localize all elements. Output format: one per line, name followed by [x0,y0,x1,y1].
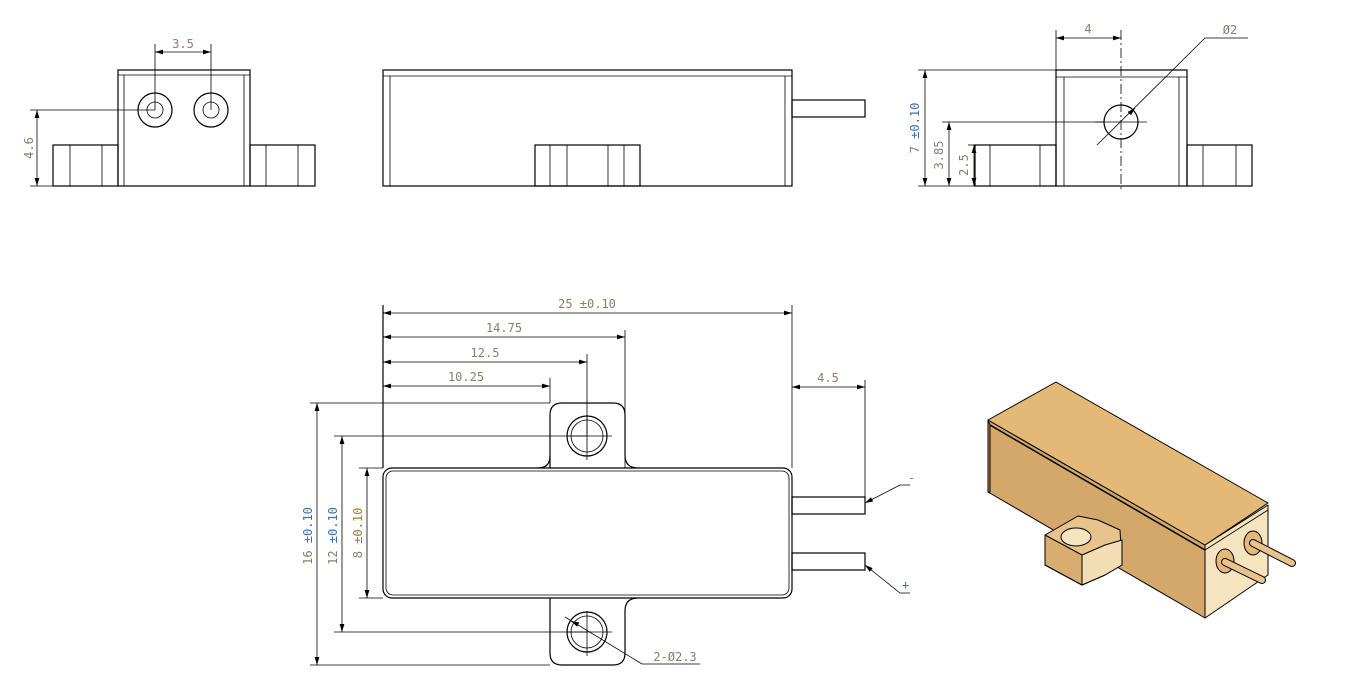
pins [1215,530,1296,584]
dim-flange-height: 2.5 [957,154,971,176]
dim-overall-width: 16 ±0.10 [301,507,315,565]
dim-lug-center: 12.5 [471,346,500,360]
dim-lug-outer: 14.75 [486,321,522,335]
label-minus: - [908,471,915,485]
dim-height: 7 ±0.10 [908,103,922,154]
dim-pin-diameter: Ø2 [1223,23,1237,37]
dim-length: 25 ±0.10 [558,297,616,311]
top-view: 25 ±0.10 14.75 12.5 10.25 4.5 16 ±0.10 1… [301,297,915,666]
dim-hole-spacing: 12 ±0.10 [326,507,340,565]
mount-hole-top [566,415,612,460]
label-plus: + [902,578,909,592]
dim-pin-spacing: 3.5 [172,37,194,51]
pin [791,99,866,118]
dim-pin-center-height: 3.85 [932,141,946,170]
dim-pin-length: 4.5 [817,371,839,385]
front-view: 3.5 4.6 [22,37,316,187]
dim-pin-height: 4.6 [22,137,36,159]
pin-plus [791,552,866,571]
dim-lug-inner: 10.25 [448,370,484,384]
side-view [382,69,866,187]
end-view: 4 Ø2 7 ±0.10 3.85 2.5 [908,22,1253,192]
isometric-render [987,381,1296,619]
dim-body-width: 8 ±0.10 [351,508,365,559]
hole-callout: 2-Ø2.3 [653,650,696,664]
mount-hole-bottom [566,611,612,656]
dim-pin-offset: 4 [1084,22,1091,36]
mount-lug [1044,515,1123,586]
top-face [987,381,1269,546]
pin-minus [791,496,866,515]
flange [534,144,641,187]
